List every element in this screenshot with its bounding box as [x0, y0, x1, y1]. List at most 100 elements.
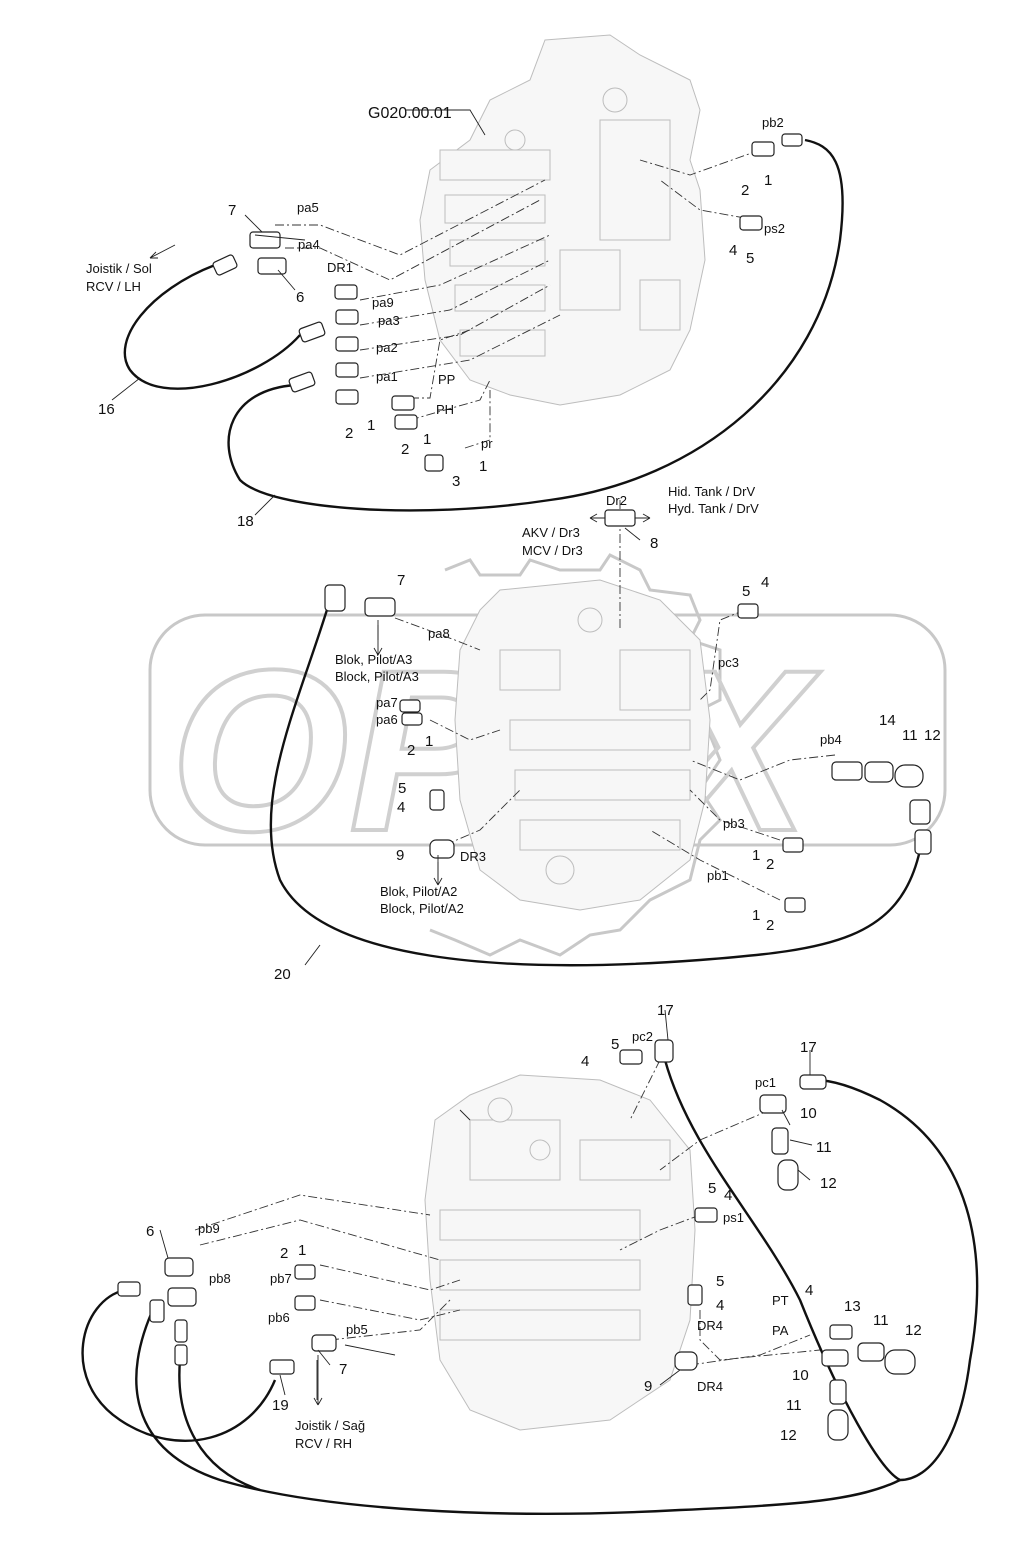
callout-14: 14	[879, 712, 896, 729]
callout-7c: 7	[339, 1361, 347, 1378]
callout-4a: 4	[729, 242, 737, 259]
callout-11c: 11	[873, 1312, 889, 1329]
label-blok-a2: Blok, Pilot/A2	[380, 884, 457, 899]
callout-7a: 7	[228, 202, 236, 219]
label-block-a3: Block, Pilot/A3	[335, 669, 419, 684]
label-pb6: pb6	[268, 1310, 290, 1325]
label-pa6: pa6	[376, 712, 398, 727]
label-pa5: pa5	[297, 200, 319, 215]
label-blok-a3: Blok, Pilot/A3	[335, 652, 412, 667]
label-ps1: ps1	[723, 1210, 744, 1225]
label-ph: PH	[436, 402, 454, 417]
callout-1a: 1	[367, 417, 375, 434]
pilot-lines	[194, 149, 836, 1366]
callout-7b: 7	[397, 572, 405, 589]
callout-12b: 12	[820, 1175, 837, 1192]
label-pa9: pa9	[372, 295, 394, 310]
hose-16	[123, 263, 301, 390]
label-pb1: pb1	[707, 868, 729, 883]
callout-16: 16	[98, 401, 115, 418]
callout-19: 19	[272, 1397, 289, 1414]
label-pb5: pb5	[346, 1322, 368, 1337]
label-pa3: pa3	[378, 313, 400, 328]
callout-4g: 4	[805, 1282, 813, 1299]
label-pa8: pa8	[428, 626, 450, 641]
callout-1h: 1	[298, 1242, 306, 1259]
hose-18	[227, 138, 844, 512]
label-dr4-a: DR4	[697, 1318, 723, 1333]
hose-20	[269, 599, 922, 967]
callout-10a: 10	[800, 1105, 817, 1122]
label-pr: pr	[481, 436, 493, 451]
callout-8: 8	[650, 535, 658, 552]
callout-1e: 1	[425, 733, 433, 750]
reference-label: G020.00.01	[368, 105, 452, 122]
callout-11b: 11	[816, 1139, 832, 1156]
label-pb4: pb4	[820, 732, 842, 747]
callout-4e: 4	[724, 1187, 732, 1204]
callout-5a: 5	[746, 250, 754, 267]
callout-4c: 4	[397, 799, 405, 816]
label-pb7: pb7	[270, 1271, 292, 1286]
callout-2c: 2	[741, 182, 749, 199]
callout-5b: 5	[742, 583, 750, 600]
callout-20: 20	[274, 966, 291, 983]
callout-10b: 10	[792, 1367, 809, 1384]
label-ps2: ps2	[764, 221, 785, 236]
reference-label-group: G020.00.01	[368, 105, 452, 122]
valve-block-bottom	[424, 1074, 696, 1431]
callout-17a: 17	[657, 1002, 674, 1019]
hose-left-lower	[135, 1304, 901, 1515]
label-rcv-rh: RCV / RH	[295, 1436, 352, 1451]
label-pa: PA	[772, 1323, 789, 1338]
label-pp: PP	[438, 372, 455, 387]
label-pc2: pc2	[632, 1029, 653, 1044]
callout-4b: 4	[761, 574, 769, 591]
label-dr2: Dr2	[606, 493, 627, 508]
label-pa4: pa4	[298, 237, 320, 252]
callout-1b: 1	[423, 431, 431, 448]
callout-12d: 12	[780, 1427, 797, 1444]
label-pa7: pa7	[376, 695, 398, 710]
label-dr1: DR1	[327, 260, 353, 275]
callout-4f: 4	[716, 1297, 724, 1314]
callout-2g: 2	[766, 917, 774, 934]
callout-9b: 9	[644, 1378, 652, 1395]
label-hyd-tank: Hyd. Tank / DrV	[668, 501, 759, 516]
label-mcv-dr3: MCV / Dr3	[522, 543, 583, 558]
callout-18: 18	[237, 513, 254, 530]
callout-numbers: 7 6 16 18 2 1 2 1 2 3 1 2 1 4 5 8 7 5 4 …	[98, 172, 941, 1444]
leader-lines	[111, 109, 813, 1400]
callout-13: 13	[844, 1298, 861, 1315]
callout-1f: 1	[752, 847, 760, 864]
callout-1d: 1	[764, 172, 772, 189]
hose-left-upper	[81, 1288, 277, 1442]
label-pb2: pb2	[762, 115, 784, 130]
callout-2b: 2	[401, 441, 409, 458]
callout-17b: 17	[800, 1039, 817, 1056]
label-pc1: pc1	[755, 1075, 776, 1090]
callout-1c: 1	[479, 458, 487, 475]
callout-2a: 2	[345, 425, 353, 442]
label-dr4-b: DR4	[697, 1379, 723, 1394]
port-labels: pb2 pa5 pa4 DR1 pa9 pa3 pa2 pa1 PP PH pr…	[86, 115, 842, 1451]
label-block-a2: Block, Pilot/A2	[380, 901, 464, 916]
callout-5f: 5	[716, 1273, 724, 1290]
callout-2e: 2	[407, 742, 415, 759]
label-akv-dr3: AKV / Dr3	[522, 525, 580, 540]
label-hid-tank: Hid. Tank / DrV	[668, 484, 756, 499]
label-joistik-sag: Joistik / Sağ	[295, 1418, 365, 1433]
label-pc3: pc3	[718, 655, 739, 670]
callout-12a: 12	[924, 727, 941, 744]
valve-block-middle	[454, 579, 711, 911]
callout-6a: 6	[296, 289, 304, 306]
label-pa2: pa2	[376, 340, 398, 355]
callout-9a: 9	[396, 847, 404, 864]
callout-5d: 5	[611, 1036, 619, 1053]
label-pa1: pa1	[376, 369, 398, 384]
label-pb3: pb3	[723, 816, 745, 831]
callout-11d: 11	[786, 1397, 802, 1414]
callout-5c: 5	[398, 780, 406, 797]
callout-11a: 11	[902, 727, 918, 744]
